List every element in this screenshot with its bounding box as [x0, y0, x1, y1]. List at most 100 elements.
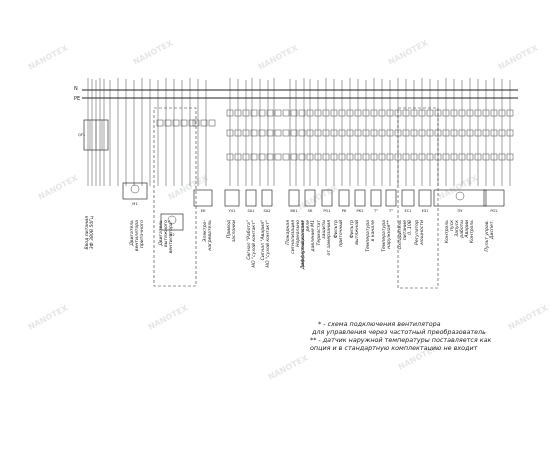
terminal-blocks: [156, 109, 514, 161]
terminal-clamp: [180, 119, 188, 127]
terminal-clamp: [506, 153, 514, 161]
group-label-ctrl: Аварии: [464, 220, 470, 239]
terminal-clamp: [490, 129, 498, 137]
terminal-clamp: [378, 109, 386, 117]
device-box-filt: [338, 189, 350, 207]
device-box-cooler: [401, 189, 415, 207]
group-label-ref: мощности: [420, 220, 425, 245]
group-label-cooler: питание: [403, 220, 408, 240]
group-label-filt2: вытяжной: [354, 220, 360, 245]
device-box-t1: [370, 189, 382, 207]
terminal-clamp: [450, 153, 458, 161]
device-box-ref: [418, 189, 432, 207]
watermark-text: NANOTEX: [297, 183, 340, 212]
input-breaker-label: QF1: [78, 133, 85, 137]
group-label-fire: Пожарная: [285, 220, 291, 245]
device-tag-valve: YV1: [229, 209, 236, 213]
group-label-cooler: Охладитель: [397, 220, 403, 250]
terminal-clamp: [258, 129, 266, 137]
watermark-text: NANOTEX: [507, 303, 550, 332]
group-label-t1: Температура: [365, 220, 371, 252]
terminal-clamp: [258, 153, 266, 161]
watermark-text: NANOTEX: [257, 43, 300, 72]
terminal-clamp: [370, 109, 378, 117]
device-fire: ВК1: [288, 189, 300, 213]
terminal-clamp: [282, 153, 290, 161]
terminal-clamp: [234, 109, 242, 117]
device-ref: ЕЗ1: [418, 189, 432, 213]
group-label-fan2: вентилятора*: [168, 219, 174, 253]
terminal-clamp: [242, 109, 250, 117]
terminal-clamp: [226, 109, 234, 117]
terminal-clamp: [274, 153, 282, 161]
terminal-clamp: [506, 129, 514, 137]
terminal-clamp: [330, 153, 338, 161]
device-tag-fan: М1: [132, 202, 137, 206]
terminal-clamp: [418, 109, 426, 117]
group-label-filt2: Фильтр: [349, 220, 355, 238]
device-press2: РО1: [321, 189, 333, 213]
group-label-ctrl: пуск: [450, 220, 455, 231]
device-t1: Т°: [370, 189, 382, 213]
device-box-s1: [245, 189, 257, 207]
terminal-clamp: [362, 153, 370, 161]
group-label-ref: Регулятор: [414, 220, 420, 245]
device-valve: YV1: [224, 189, 240, 213]
device-tag-fire: ВК1: [290, 209, 297, 213]
terminal-clamp: [242, 153, 250, 161]
terminal-clamp: [346, 129, 354, 137]
device-box-s2: [261, 189, 273, 207]
terminal-clamp: [386, 153, 394, 161]
terminal-clamp: [386, 109, 394, 117]
group-label-ctrl: Контроль: [469, 220, 475, 243]
terminal-clamp: [386, 129, 394, 137]
device-box-filt2: [354, 189, 366, 207]
terminal-clamp: [298, 129, 306, 137]
group-label-press2: защиты: [322, 220, 327, 239]
terminal-clamp: [290, 129, 298, 137]
note-line-1: * - схема подключения вентилятора: [318, 320, 441, 328]
device-box-fan2: [160, 213, 184, 231]
group-label-s1: НО "сухой контакт": [251, 220, 257, 268]
terminal-clamp: [498, 129, 506, 137]
terminal-clamp: [322, 129, 330, 137]
group-label-press: Дифференциальное: [300, 220, 306, 270]
device-ctrl: ПУ: [433, 189, 487, 213]
terminal-clamp: [378, 153, 386, 161]
device-fan2: М2: [160, 213, 184, 237]
terminal-clamp: [450, 109, 458, 117]
terminal-clamp: [250, 129, 258, 137]
terminal-clamp: [274, 129, 282, 137]
motor-symbol: [167, 215, 177, 225]
terminal-clamp: [498, 109, 506, 117]
group-label-input: 3Ф 380В 50Гц: [89, 216, 95, 249]
terminal-clamp: [282, 109, 290, 117]
device-box-fan: [122, 182, 148, 200]
group-label-valve: Привод: [226, 220, 232, 238]
terminal-clamp: [208, 119, 216, 127]
device-tag-filt: РК: [342, 209, 347, 213]
device-box-valve: [224, 189, 240, 207]
terminal-clamp: [362, 129, 370, 137]
fan2-dashed-frame: [153, 107, 197, 287]
device-tag-fan2: М2: [169, 233, 174, 237]
terminal-clamp: [200, 119, 208, 127]
note-line-2: для управления через частотный преобразо…: [311, 328, 486, 336]
terminal-clamp: [322, 153, 330, 161]
terminal-clamp: [458, 129, 466, 137]
group-label-press2: от замерзания: [327, 220, 332, 256]
terminal-clamp: [370, 129, 378, 137]
device-s1: SA1: [245, 189, 257, 213]
device-box-press2: [321, 189, 333, 207]
terminal-clamp: [354, 109, 362, 117]
watermark-text: NANOTEX: [387, 38, 430, 67]
device-tag-heater: ЕК: [201, 209, 206, 213]
terminal-clamp: [322, 109, 330, 117]
device-tag-t1: Т°: [373, 209, 378, 213]
terminal-clamp: [314, 153, 322, 161]
device-s2: SA2: [261, 189, 273, 213]
device-cooler: EC1: [401, 189, 415, 213]
terminal-clamp: [402, 153, 410, 161]
terminal-clamp: [338, 109, 346, 117]
